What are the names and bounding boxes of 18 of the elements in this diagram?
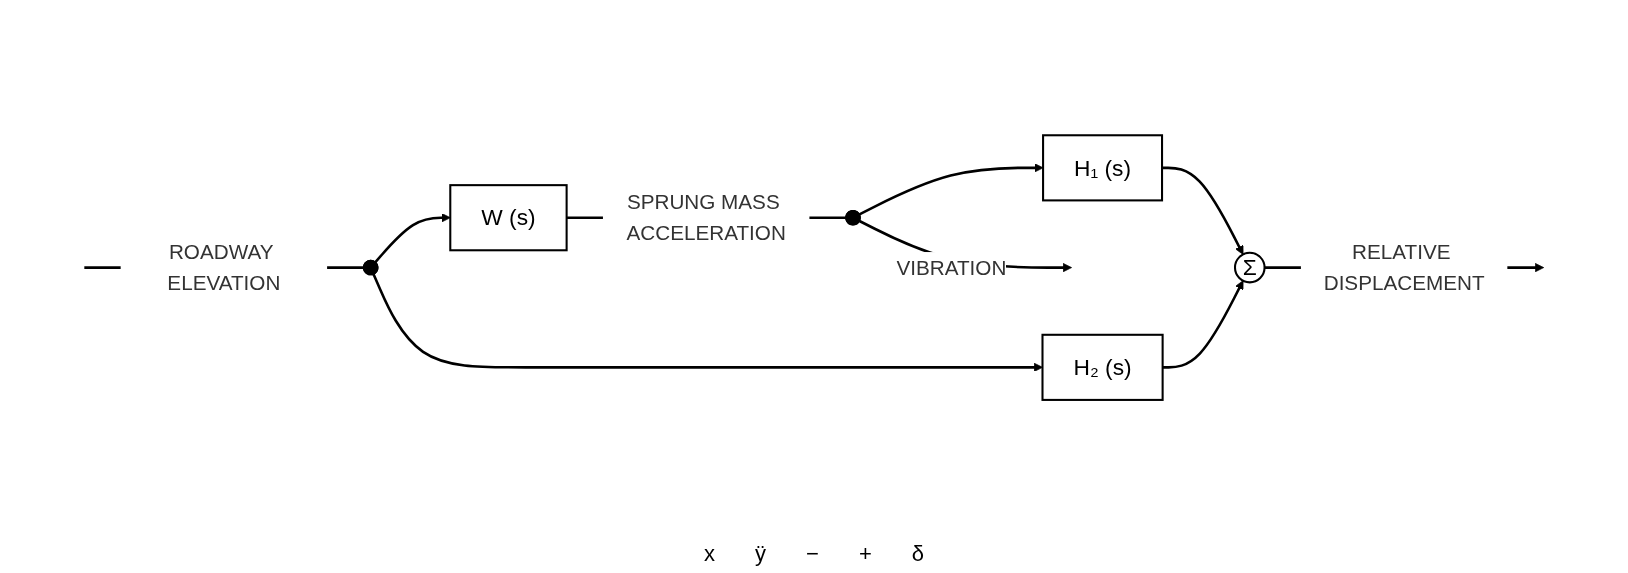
edge-label: RELATIVE DISPLACEMENT bbox=[1323, 240, 1485, 295]
node-box: H₂ (s) bbox=[1041, 333, 1164, 401]
node-box: H₁ (s) bbox=[1042, 134, 1164, 202]
signal-label: − bbox=[806, 541, 819, 567]
edge-label: VIBRATION bbox=[896, 256, 1007, 279]
arrow bbox=[1162, 166, 1244, 255]
arrow bbox=[1162, 280, 1244, 369]
arrow bbox=[858, 163, 1044, 216]
signal-label: ÿ bbox=[755, 541, 766, 567]
edge-label: SPRUNG MASS ACCELERATION bbox=[626, 190, 786, 245]
arrow bbox=[372, 273, 1043, 372]
signal-label: x bbox=[704, 541, 715, 567]
node-box: W (s) bbox=[449, 184, 568, 252]
edge-label: ROADWAY ELEVATION bbox=[167, 240, 281, 295]
node-circle: Σ bbox=[1233, 251, 1266, 284]
signal-label: + bbox=[858, 541, 872, 567]
arrow bbox=[374, 213, 451, 263]
signal-label: δ bbox=[911, 541, 924, 567]
